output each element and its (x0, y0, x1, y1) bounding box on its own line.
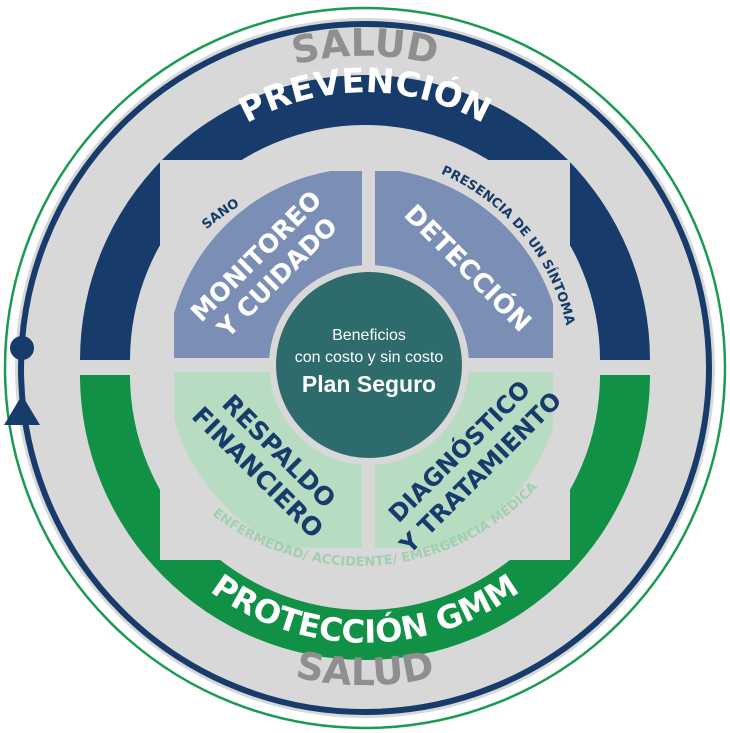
center-plan-seguro: Plan Seguro (302, 371, 436, 397)
proteccion-band (80, 375, 650, 660)
center-costo: con costo y sin costo (295, 349, 444, 366)
center-beneficios: Beneficios (332, 327, 406, 344)
quadrant-round-mask (160, 160, 570, 564)
salud-bottom-label: SALUD (293, 643, 437, 695)
prevencion-band (80, 75, 650, 360)
salud-top-label: SALUD (288, 21, 443, 73)
cycle-start-dot (10, 336, 34, 360)
center-plan-seguro-disc (276, 272, 462, 458)
cycle-arrow-icon (4, 395, 40, 425)
